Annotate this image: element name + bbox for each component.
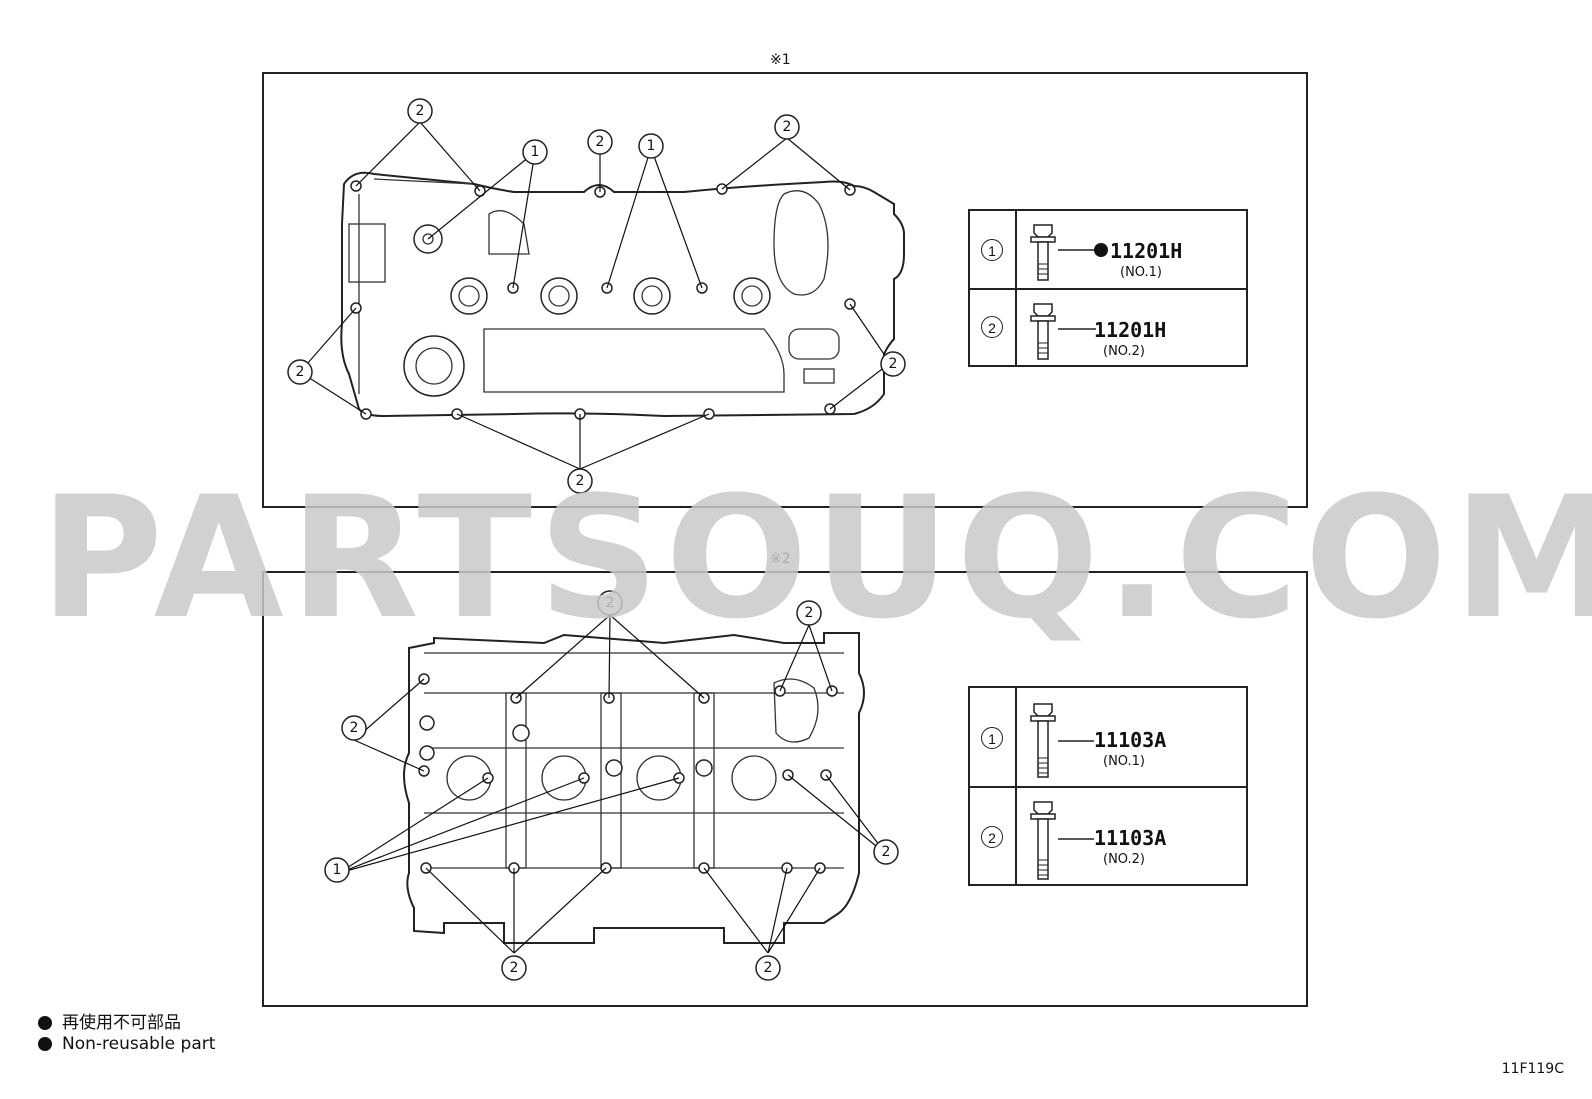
callout-2-top-right: 2 — [774, 114, 800, 140]
callout-2-bottom-left: 2 — [501, 955, 527, 981]
bolt-icon — [1030, 224, 1056, 281]
part-sub-label: (NO.1) — [1103, 754, 1145, 769]
leader-line — [1058, 249, 1096, 251]
part-sub-label: (NO.1) — [1120, 265, 1162, 280]
svg-text:2: 2 — [882, 844, 891, 860]
leader-line — [1058, 740, 1094, 742]
key-circle: 1 — [981, 239, 1003, 261]
callout-1-center: 1 — [638, 133, 664, 159]
svg-text:1: 1 — [647, 138, 656, 154]
bolt-icon — [1030, 801, 1056, 880]
svg-text:2: 2 — [596, 134, 605, 150]
svg-text:1: 1 — [531, 144, 540, 160]
callout-2-top-center: 2 — [597, 590, 623, 616]
callout-1-left: 1 — [324, 857, 350, 883]
panel1-legend-table: 1 11201H (NO.1) 2 11201H (NO.2) — [968, 209, 1248, 367]
callout-2-right: 2 — [873, 839, 899, 865]
non-reusable-dot-icon — [38, 1016, 52, 1030]
panel2-frame: 2 2 2 1 2 2 2 1 11103A (NO.1) 2 — [262, 571, 1308, 1007]
panel1-label: ※1 — [770, 52, 791, 68]
footnote-jp: 再使用不可部品 — [38, 1008, 181, 1033]
svg-text:2: 2 — [576, 473, 585, 489]
cylinder-head-cover-drawing: 2 2 2 1 1 2 2 2 — [287, 98, 906, 494]
callout-2-left: 2 — [341, 715, 367, 741]
svg-text:2: 2 — [606, 595, 615, 611]
svg-text:2: 2 — [350, 720, 359, 736]
key-circle: 2 — [981, 826, 1003, 848]
diagram-code: 11F119C — [1501, 1061, 1564, 1077]
callout-2-top-right: 2 — [796, 600, 822, 626]
leader-line — [1058, 838, 1094, 840]
callout-2-left: 2 — [287, 359, 313, 385]
part-number: 11201H — [1094, 318, 1167, 342]
legend-row: 1 11201H (NO.1) — [970, 211, 1246, 290]
part-number: 11103A — [1094, 728, 1167, 752]
legend-row: 2 11103A (NO.2) — [970, 788, 1246, 886]
legend-row: 2 11201H (NO.2) — [970, 290, 1246, 367]
svg-text:2: 2 — [510, 960, 519, 976]
svg-text:2: 2 — [416, 103, 425, 119]
svg-text:2: 2 — [764, 960, 773, 976]
key-circle: 1 — [981, 727, 1003, 749]
callout-2-right: 2 — [880, 351, 906, 377]
panel1-frame: 2 2 2 1 1 2 2 2 1 11201H (NO.1) 2 — [262, 72, 1308, 508]
non-reusable-dot-icon — [38, 1037, 52, 1051]
footnote-en: Non-reusable part — [38, 1034, 215, 1054]
callout-2-top-center: 2 — [587, 129, 613, 155]
callout-2-bottom-right: 2 — [755, 955, 781, 981]
non-reusable-dot-icon — [1094, 243, 1108, 257]
key-circle: 2 — [981, 316, 1003, 338]
callout-2-bottom: 2 — [567, 468, 593, 494]
panel2-label: ※2 — [770, 551, 791, 567]
svg-text:2: 2 — [783, 119, 792, 135]
svg-text:2: 2 — [805, 605, 814, 621]
callout-2-top-left: 2 — [407, 98, 433, 124]
leader-line — [1058, 328, 1096, 330]
bolt-icon — [1030, 703, 1056, 778]
bolt-icon — [1030, 303, 1056, 360]
legend-row: 1 11103A (NO.1) — [970, 688, 1246, 788]
part-number: 11201H — [1110, 239, 1183, 263]
part-number: 11103A — [1094, 826, 1167, 850]
callout-1-left: 1 — [522, 139, 548, 165]
cylinder-head-drawing: 2 2 2 1 2 2 2 — [324, 590, 899, 981]
svg-text:2: 2 — [296, 364, 305, 380]
svg-text:2: 2 — [889, 356, 898, 372]
part-sub-label: (NO.2) — [1103, 852, 1145, 867]
svg-text:1: 1 — [333, 862, 342, 878]
part-sub-label: (NO.2) — [1103, 344, 1145, 359]
panel2-legend-table: 1 11103A (NO.1) 2 11103A (NO.2) — [968, 686, 1248, 886]
